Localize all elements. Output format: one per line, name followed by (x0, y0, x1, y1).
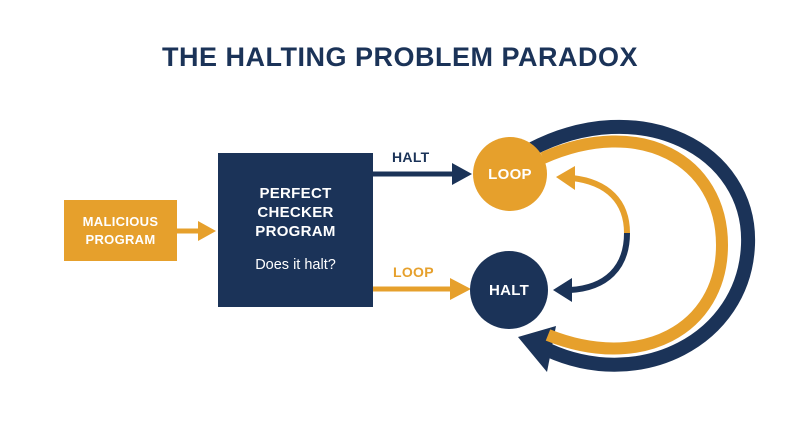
loop-node: LOOP (473, 137, 547, 211)
diagram-title: THE HALTING PROBLEM PARADOX (162, 42, 638, 72)
checker-line1: PERFECT (259, 185, 332, 202)
perfect-checker-box: PERFECT CHECKER PROGRAM Does it halt? (218, 153, 373, 307)
halt-arrow (373, 163, 472, 185)
malicious-program-box: MALICIOUS PROGRAM (64, 200, 177, 261)
checker-question: Does it halt? (255, 257, 336, 273)
outer-loop-navy (518, 119, 756, 372)
loop-edge-label: LOOP (393, 264, 434, 280)
checker-line2: CHECKER (257, 204, 334, 221)
halt-edge-label: HALT (392, 149, 430, 165)
inner-loop-orange (556, 166, 630, 234)
malicious-program-line1: MALICIOUS (82, 213, 159, 229)
malicious-program-line2: PROGRAM (85, 231, 156, 247)
outer-loop-orange (540, 135, 729, 355)
checker-line3: PROGRAM (255, 223, 336, 240)
halt-node: HALT (470, 251, 548, 329)
inner-loop-navy (553, 232, 630, 302)
loop-arrow (373, 278, 471, 300)
input-arrow (177, 221, 216, 241)
